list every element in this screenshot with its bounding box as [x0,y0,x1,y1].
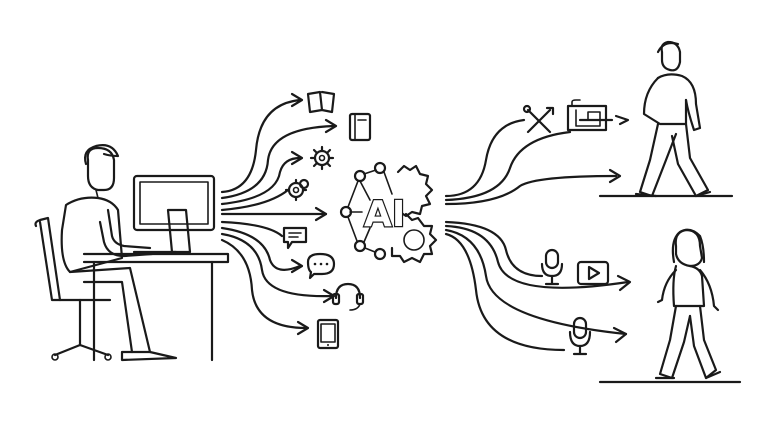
ai-hub: AI [339,161,438,264]
walking-man-icon [634,40,712,198]
speech-bubble-icon [306,252,336,280]
output-flows [444,114,742,384]
video-play-icon [576,260,610,286]
tools-icon [522,104,555,134]
microphone-icon [568,316,592,356]
tablet-icon [316,318,340,350]
closed-book-icon [348,112,372,142]
microphone-icon [540,248,564,286]
person-at-computer-icon [34,144,230,362]
gears-icon [284,178,310,202]
headset-icon [331,282,365,311]
ai-label: AI [364,194,405,235]
open-book-icon [306,90,336,114]
input-flows [220,92,338,336]
blueprint-icon [566,99,608,132]
chat-bubble-icon [282,226,308,250]
walking-woman-icon [654,228,722,380]
gear-icon [309,145,335,171]
